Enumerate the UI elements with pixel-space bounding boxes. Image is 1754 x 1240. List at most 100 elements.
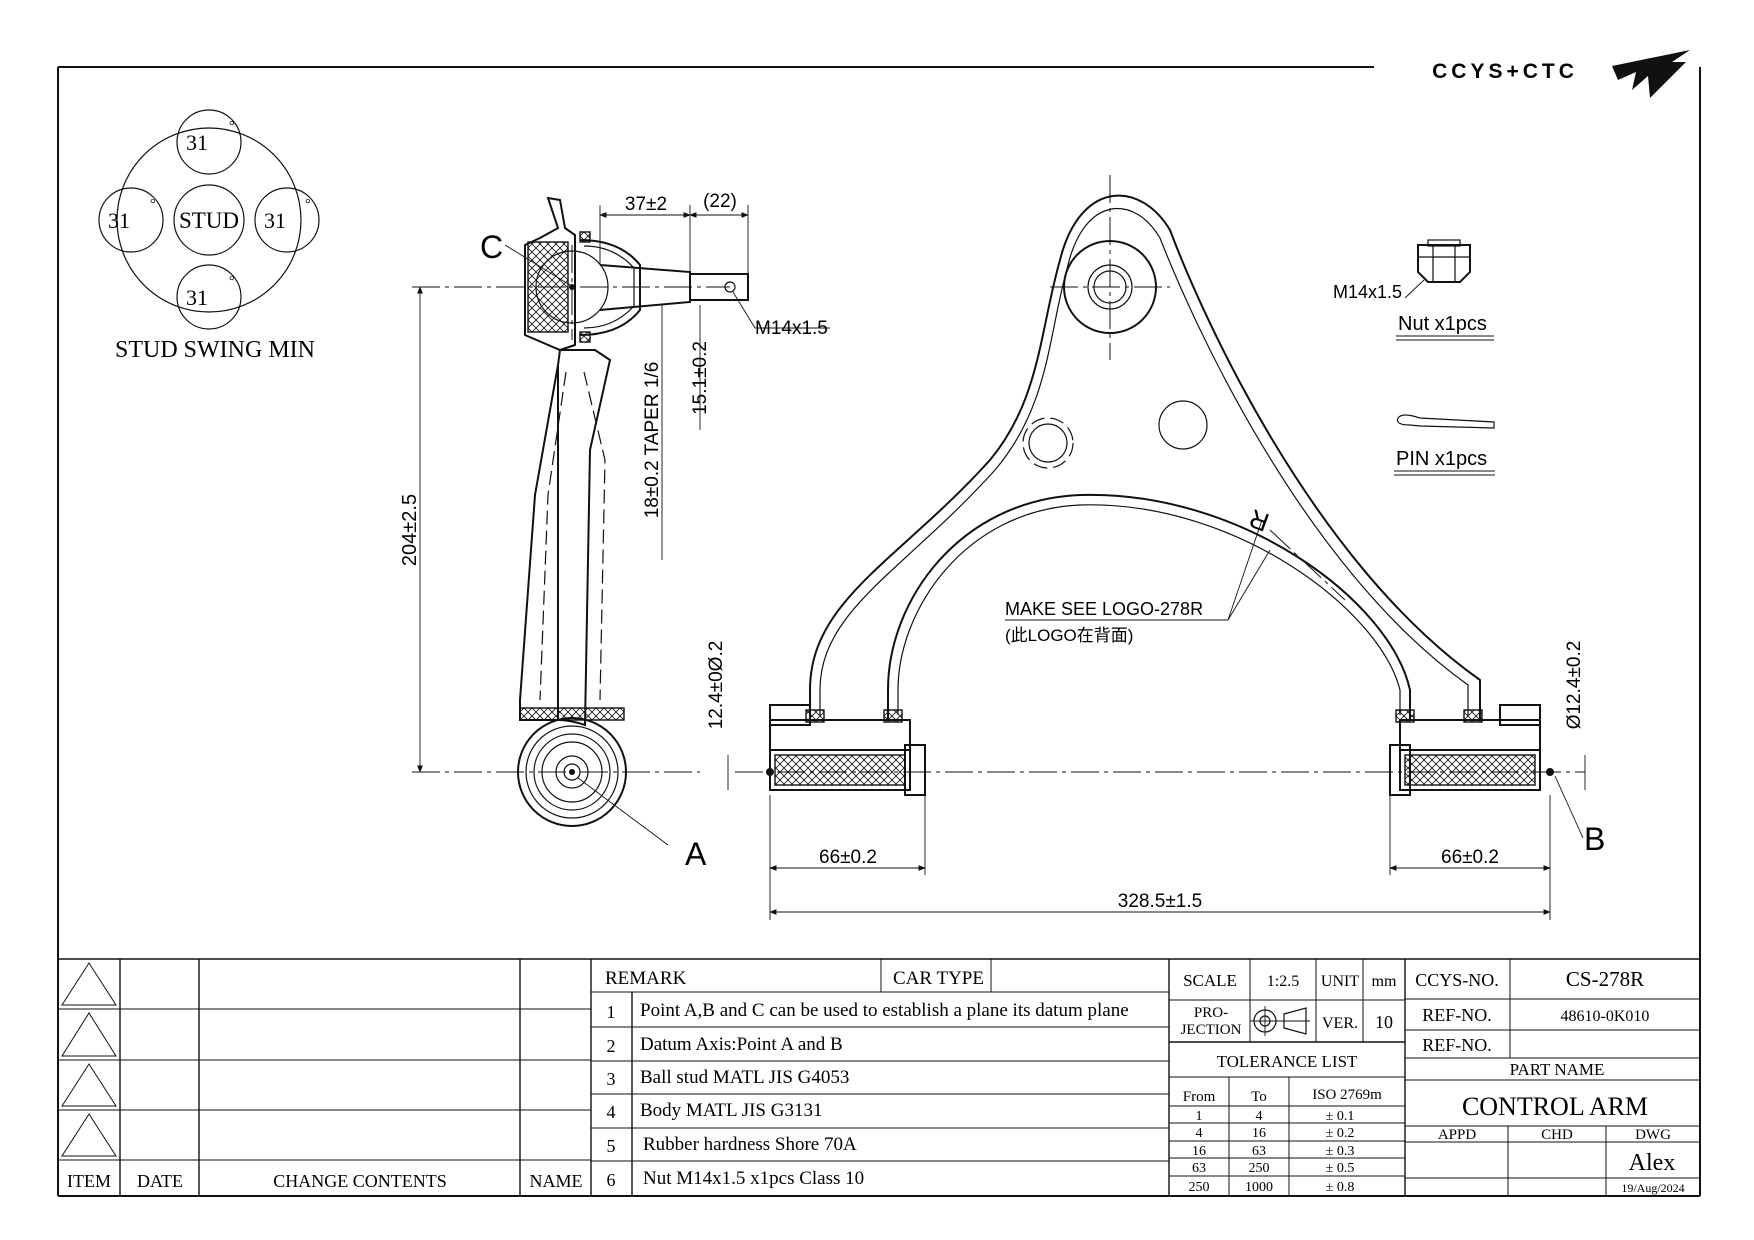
- projection-label-1: PRO-: [1194, 1005, 1228, 1021]
- ver-value: 10: [1375, 1012, 1393, 1032]
- remark-row-2: 2 Datum Axis:Point A and B: [607, 1034, 843, 1056]
- dim-bushing-dia-left: 12.4±0Ø.2: [706, 641, 727, 730]
- dim-stud-length: 37±2: [625, 194, 667, 215]
- dim-bushing-len-left: 66±0.2: [819, 847, 877, 868]
- tol-header-from: From: [1183, 1089, 1216, 1105]
- nut-label: Nut x1pcs: [1398, 313, 1487, 335]
- stud-label: STUD: [179, 208, 239, 233]
- rev-header-date: DATE: [137, 1171, 183, 1191]
- nut-thread-callout: M14x1.5: [1333, 282, 1402, 302]
- remark-text: Datum Axis:Point A and B: [640, 1034, 843, 1055]
- degree-mark-bottom: °: [229, 274, 235, 289]
- tol-value: ± 0.3: [1326, 1144, 1355, 1159]
- point-c-label: C: [480, 229, 503, 265]
- remark-row-5: 5 Rubber hardness Shore 70A: [607, 1134, 857, 1156]
- tol-value: ± 0.8: [1326, 1180, 1355, 1195]
- logo-note-line1: MAKE SEE LOGO-278R: [1005, 599, 1203, 619]
- remark-row-4: 4 Body MATL JIS G3131: [607, 1100, 823, 1122]
- point-b-label: B: [1584, 821, 1605, 857]
- tol-to: 4: [1256, 1109, 1263, 1124]
- chd-label: CHD: [1541, 1127, 1573, 1143]
- tol-to: 1000: [1245, 1180, 1273, 1195]
- part-name-value: CONTROL ARM: [1462, 1092, 1648, 1121]
- dwg-label: DWG: [1635, 1127, 1671, 1143]
- swing-angle-top: 31: [186, 130, 208, 155]
- scale-value: 1:2.5: [1267, 973, 1299, 990]
- bird-logo-icon: [1612, 50, 1690, 98]
- logo-mark-r: R: [1245, 503, 1273, 538]
- drawing-date: 19/Aug/2024: [1621, 1181, 1684, 1195]
- projection-symbol-icon: [1250, 1006, 1310, 1036]
- scale-label: SCALE: [1183, 971, 1237, 990]
- tol-header-to: To: [1251, 1089, 1267, 1105]
- ver-label: VER.: [1322, 1015, 1358, 1032]
- remark-row-6: 6 Nut M14x1.5 x1pcs Class 10: [607, 1168, 865, 1190]
- point-a-label: A: [685, 836, 707, 872]
- tol-to: 250: [1249, 1161, 1270, 1176]
- rev-header-change: CHANGE CONTENTS: [273, 1171, 447, 1191]
- tol-header-iso: ISO 2769m: [1312, 1087, 1382, 1103]
- car-type-label: CAR TYPE: [893, 968, 984, 989]
- pin-label: PIN x1pcs: [1396, 448, 1487, 470]
- ccys-no-label: CCYS-NO.: [1415, 970, 1499, 990]
- title-block: ITEM DATE CHANGE CONTENTS NAME REMARK CA…: [58, 958, 1700, 1196]
- swing-angle-right: 31: [264, 208, 286, 233]
- swing-angle-left: 31: [108, 208, 130, 233]
- swing-angle-bottom: 31: [186, 285, 208, 310]
- sheet-border: [57, 66, 1701, 1197]
- remark-text: Ball stud MATL JIS G4053: [640, 1067, 849, 1088]
- part-name-label: PART NAME: [1510, 1060, 1605, 1079]
- rev-header-name: NAME: [530, 1171, 583, 1191]
- remark-header: REMARK: [605, 968, 687, 989]
- brand-logo: CCYS+CTC: [1432, 50, 1690, 98]
- stud-swing-caption: STUD SWING MIN: [115, 337, 315, 363]
- remark-text: Rubber hardness Shore 70A: [643, 1134, 857, 1155]
- tolerance-title: TOLERANCE LIST: [1217, 1052, 1358, 1071]
- top-view: 12.4±0Ø.2 Ø12.4±0.2 66±0.2 66±0.2 328.5±…: [706, 175, 1605, 920]
- tol-from: 1: [1196, 1109, 1203, 1124]
- remark-row-1: 1 Point A,B and C can be used to establi…: [607, 1000, 1129, 1022]
- ref-no-value-1: 48610-0K010: [1561, 1008, 1650, 1025]
- logo-note-line2: (此LOGO在背面): [1005, 626, 1133, 645]
- remark-row-3: 3 Ball stud MATL JIS G4053: [607, 1067, 850, 1089]
- tol-from: 250: [1189, 1180, 1210, 1195]
- brand-logo-text: CCYS+CTC: [1432, 60, 1578, 83]
- dim-overall-height: 204±2.5: [399, 494, 421, 566]
- remark-text: Point A,B and C can be used to establish…: [640, 1000, 1129, 1021]
- remark-text: Body MATL JIS G3131: [640, 1100, 822, 1121]
- thread-callout-side: M14x1.5: [755, 318, 828, 339]
- remark-no: 2: [607, 1036, 616, 1056]
- tol-row-3: 16 63 ± 0.3: [1192, 1144, 1354, 1159]
- tol-to: 63: [1252, 1144, 1266, 1159]
- tol-row-2: 4 16 ± 0.2: [1196, 1126, 1355, 1141]
- rev-header-item: ITEM: [67, 1171, 111, 1191]
- remark-no: 4: [607, 1102, 616, 1122]
- dwg-value: Alex: [1629, 1150, 1676, 1176]
- tol-from: 4: [1196, 1126, 1203, 1141]
- remark-no: 6: [607, 1170, 616, 1190]
- degree-mark-right: °: [305, 197, 311, 212]
- dim-bushing-dia-right: Ø12.4±0.2: [1564, 641, 1585, 730]
- remark-no: 1: [607, 1002, 616, 1022]
- unit-label: UNIT: [1321, 973, 1359, 990]
- remark-text: Nut M14x1.5 x1pcs Class 10: [643, 1168, 864, 1189]
- tol-row-1: 1 4 ± 0.1: [1196, 1109, 1355, 1124]
- projection-label-2: JECTION: [1181, 1022, 1242, 1038]
- tol-row-4: 63 250 ± 0.5: [1192, 1161, 1354, 1176]
- ref-no-label-2: REF-NO.: [1422, 1035, 1492, 1055]
- dim-bushing-len-right: 66±0.2: [1441, 847, 1499, 868]
- tol-to: 16: [1252, 1126, 1266, 1141]
- dim-thread-length: (22): [703, 191, 737, 212]
- tol-from: 16: [1192, 1144, 1206, 1159]
- tol-from: 63: [1192, 1161, 1206, 1176]
- remark-no: 5: [607, 1136, 616, 1156]
- remark-no: 3: [607, 1069, 616, 1089]
- appd-label: APPD: [1438, 1127, 1477, 1143]
- dim-taper: 18±0.2 TAPER 1/6: [642, 362, 663, 519]
- parts-callouts: M14x1.5 Nut x1pcs PIN x1pcs: [1333, 239, 1495, 476]
- tol-row-5: 250 1000 ± 0.8: [1189, 1180, 1355, 1195]
- dim-overall-width: 328.5±1.5: [1118, 891, 1202, 912]
- tol-value: ± 0.2: [1326, 1126, 1355, 1141]
- side-view: 204±2.5 37±2 (22) 18±0.2 TAPER 1/6 15.1±…: [399, 191, 830, 872]
